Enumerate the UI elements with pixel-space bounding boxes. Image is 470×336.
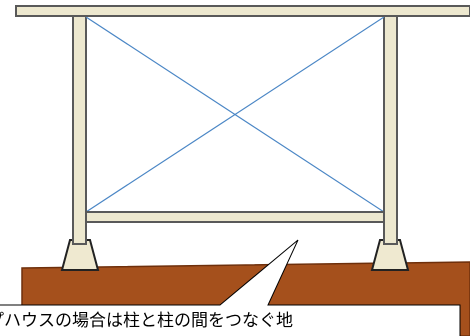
- left-footing: [60, 239, 100, 271]
- right-post: [383, 13, 398, 245]
- top-beam: [15, 5, 470, 17]
- lower-tie-beam: [85, 211, 385, 223]
- diagonal-brace-2: [85, 16, 385, 213]
- callout-text: プハウスの場合は柱と柱の間をつなぐ地: [0, 311, 293, 331]
- left-post: [72, 13, 87, 245]
- callout-bubble: [0, 239, 461, 336]
- right-footing: [370, 239, 410, 271]
